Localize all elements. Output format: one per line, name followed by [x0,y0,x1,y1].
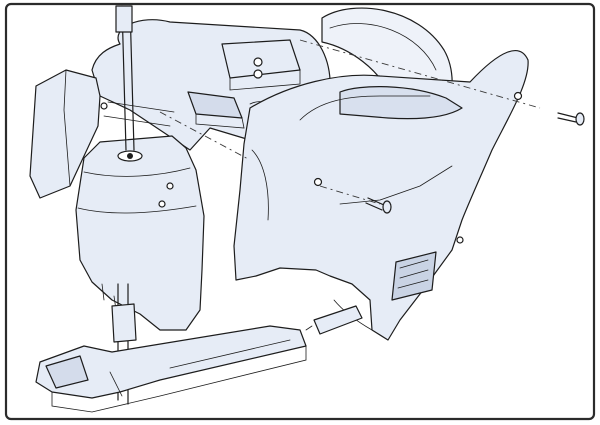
trigger-rod [305,305,363,335]
blade-guide-cover-plate [221,39,301,91]
main-handle-housing [233,50,529,341]
cover-screw-hole-icon [253,69,263,79]
explode-guide-lines [159,39,541,205]
base-shoe [35,325,307,413]
cover-screw-hole-icon [253,57,263,67]
housing-screw-icon [365,197,392,214]
handle-screw-icon [557,112,585,126]
front-gear-housing [75,135,205,331]
